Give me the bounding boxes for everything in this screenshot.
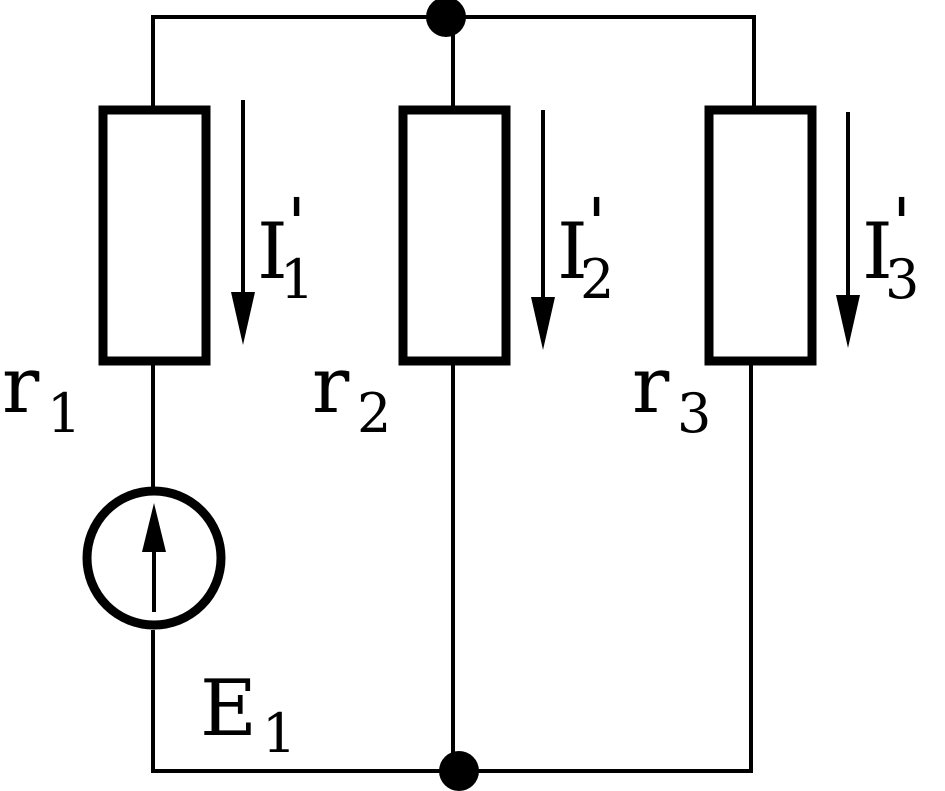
current-prime-i2: '	[587, 183, 606, 265]
resistor-symbol-r2: r	[312, 341, 350, 431]
current-index-i1: 1	[280, 248, 314, 311]
current-label-i1: I 1 '	[257, 183, 319, 311]
resistor-symbol-r3: r	[632, 341, 670, 431]
bottom-node	[439, 751, 479, 791]
current-symbol-i2: I	[557, 207, 588, 297]
current-symbol-i3: I	[862, 207, 893, 297]
current-prime-i3: '	[892, 183, 911, 265]
resistor-r2	[398, 105, 511, 366]
top-node	[426, 0, 466, 37]
resistor-r3	[704, 105, 817, 366]
resistor-symbol-r1: r	[2, 341, 40, 431]
resistor-label-r3: r 3	[632, 341, 711, 445]
current-label-i2: I 2 '	[557, 183, 619, 311]
resistor-index-r2: 2	[357, 382, 391, 445]
resistor-index-r3: 3	[677, 382, 711, 445]
current-arrows	[231, 100, 860, 350]
arrow-i2-head	[531, 297, 555, 350]
source-symbol-e1: E	[200, 664, 257, 754]
resistor-r1	[98, 105, 211, 366]
source-label-e1: E 1	[200, 664, 296, 765]
current-prime-i1: '	[287, 183, 306, 265]
resistor-index-r1: 1	[47, 382, 81, 445]
arrow-i3-head	[836, 295, 860, 348]
source-index-e1: 1	[262, 702, 296, 765]
resistor-label-r2: r 2	[312, 341, 391, 445]
arrow-i1-head	[231, 292, 255, 345]
current-symbol-i1: I	[257, 207, 288, 297]
current-index-i2: 2	[580, 248, 614, 311]
current-index-i3: 3	[885, 248, 919, 311]
current-label-i3: I 3 '	[862, 183, 924, 311]
resistor-label-r1: r 1	[2, 341, 81, 445]
emf-source-arrow-head	[142, 503, 166, 552]
